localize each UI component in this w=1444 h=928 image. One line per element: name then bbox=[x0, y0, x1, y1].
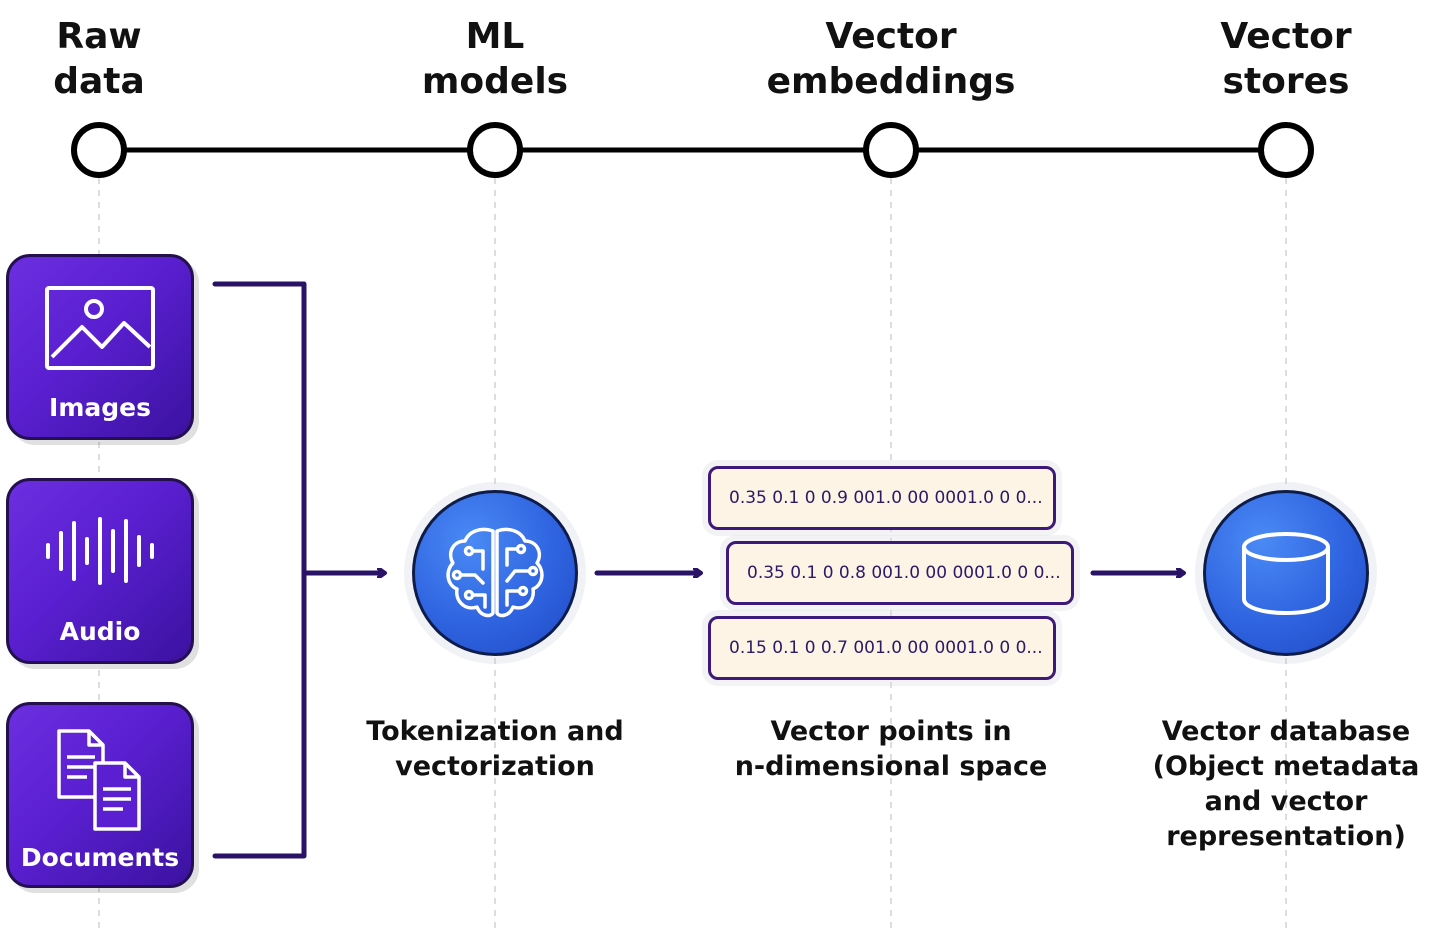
caption-vector-points: Vector points in n-dimensional space bbox=[734, 716, 1048, 782]
timeline-node-ml-models bbox=[467, 122, 523, 178]
timeline-node-raw-data bbox=[71, 122, 127, 178]
vector-embedding-1: 0.35 0.1 0 0.9 001.0 00 0001.0 0 0... bbox=[708, 466, 1056, 530]
vector-embedding-2: 0.35 0.1 0 0.8 001.0 00 0001.0 0 0... bbox=[726, 541, 1074, 605]
caption-vector-database: Vector database (Object metadata and vec… bbox=[1152, 716, 1420, 852]
stage-label-ml-models: ML models bbox=[421, 16, 569, 102]
input-card-audio: Audio bbox=[6, 478, 194, 664]
stage-label-vector-stores: Vector stores bbox=[1220, 16, 1352, 102]
input-card-documents: Documents bbox=[6, 702, 194, 888]
timeline-node-vector-embeddings bbox=[863, 122, 919, 178]
input-bracket bbox=[212, 281, 307, 859]
stage-label-raw-data: Raw data bbox=[53, 16, 145, 102]
input-card-audio-label: Audio bbox=[59, 617, 141, 646]
vector-embedding-3: 0.15 0.1 0 0.7 001.0 00 0001.0 0 0... bbox=[708, 616, 1056, 680]
input-card-images-label: Images bbox=[49, 393, 151, 422]
ml-model-node bbox=[412, 490, 578, 656]
vector-store-node bbox=[1203, 490, 1369, 656]
input-card-documents-label: Documents bbox=[20, 843, 180, 872]
timeline-node-vector-stores bbox=[1258, 122, 1314, 178]
caption-tokenization: Tokenization and vectorization bbox=[366, 716, 624, 782]
stage-label-vector-embeddings: Vector embeddings bbox=[766, 16, 1016, 102]
documents-icon bbox=[55, 727, 145, 837]
input-card-images: Images bbox=[6, 254, 194, 440]
audio-waveform-icon bbox=[42, 515, 158, 591]
vertical-guides bbox=[98, 178, 1287, 928]
image-icon bbox=[44, 285, 156, 375]
